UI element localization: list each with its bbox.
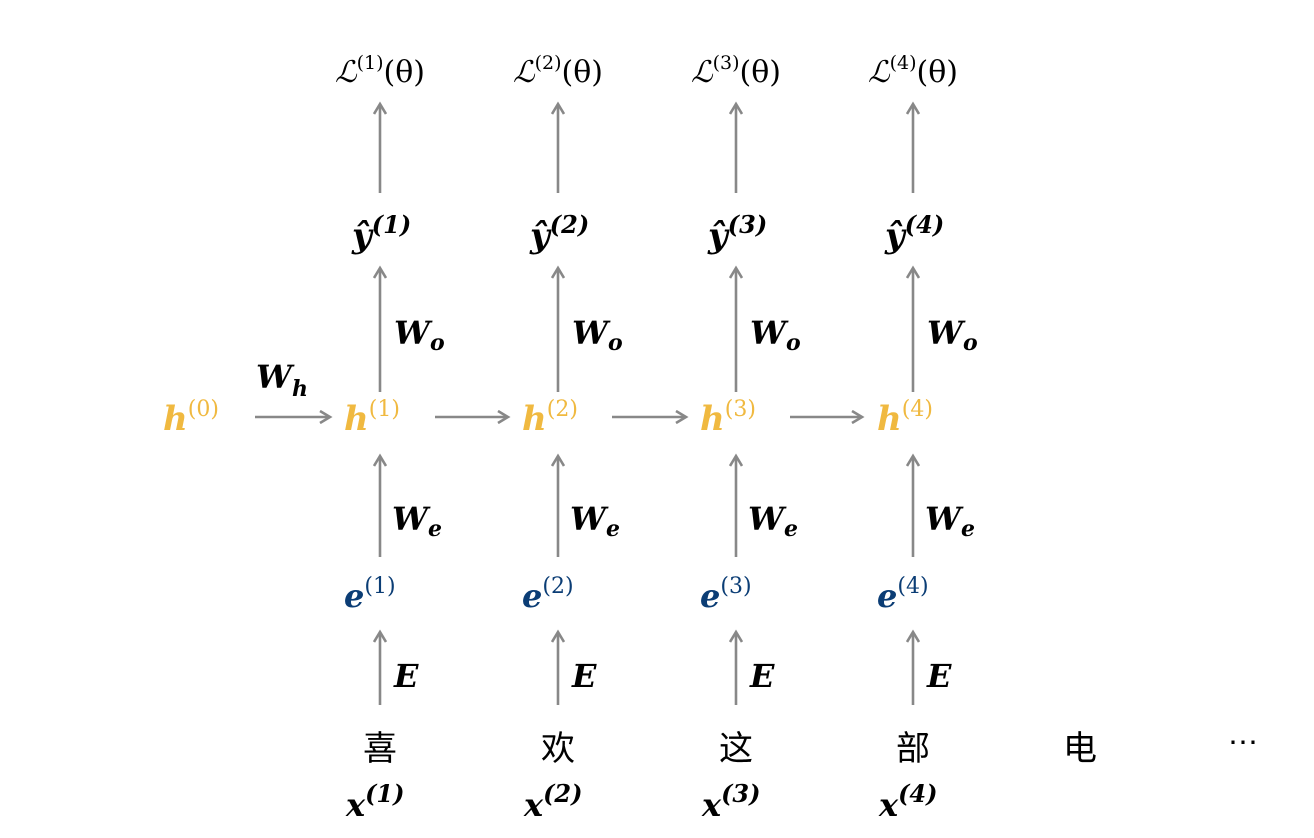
- input-token: 部: [896, 729, 930, 769]
- prediction-label: ŷ(4): [884, 210, 944, 256]
- loss-label: ℒ(2)(θ): [513, 52, 603, 90]
- embedding-weight-label: We: [570, 500, 620, 542]
- embedding-weight-label: We: [925, 500, 975, 542]
- output-weight-label: Wo: [572, 314, 623, 356]
- input-variable: x(4): [878, 779, 938, 824]
- embedding-matrix-label: E: [571, 657, 597, 695]
- ellipsis: ⋯: [1228, 725, 1258, 760]
- embedding-vector: e(4): [877, 574, 929, 615]
- loss-label: ℒ(4)(θ): [868, 52, 958, 90]
- embedding-weight-label: We: [392, 500, 442, 542]
- embedding-weight-label: We: [748, 500, 798, 542]
- prediction-label: ŷ(2): [529, 210, 589, 256]
- input-token: 电: [1063, 729, 1097, 769]
- output-weight-label: Wo: [927, 314, 978, 356]
- input-variable: x(1): [345, 779, 405, 824]
- loss-label: ℒ(3)(θ): [691, 52, 781, 90]
- input-token: 欢: [541, 729, 575, 769]
- hidden-state: h(4): [877, 397, 933, 439]
- output-weight-label: Wo: [750, 314, 801, 356]
- input-variable: x(3): [701, 779, 761, 824]
- embedding-vector: e(1): [344, 574, 396, 615]
- embedding-matrix-label: E: [393, 657, 419, 695]
- output-weight-label: Wo: [394, 314, 445, 356]
- hidden-state: h(1): [344, 397, 400, 439]
- embedding-matrix-label: E: [926, 657, 952, 695]
- embedding-matrix-label: E: [749, 657, 775, 695]
- embedding-vector: e(2): [522, 574, 574, 615]
- prediction-label: ŷ(3): [707, 210, 767, 256]
- hidden-state: h(3): [700, 397, 756, 439]
- input-token: 喜: [363, 729, 397, 769]
- embedding-vector: e(3): [700, 574, 752, 615]
- recurrent-weight-label: Wh: [256, 358, 308, 402]
- hidden-state: h(2): [522, 397, 578, 439]
- input-token: 这: [719, 729, 753, 769]
- time-step-columns: ℒ(1)(θ)ŷ(1)Woh(1)Wee(1)E喜x(1)ℒ(2)(θ)ŷ(2)…: [255, 52, 1258, 824]
- prediction-label: ŷ(1): [351, 210, 411, 256]
- input-variable: x(2): [523, 779, 583, 824]
- loss-label: ℒ(1)(θ): [335, 52, 425, 90]
- initial-hidden-state: h(0): [163, 397, 219, 439]
